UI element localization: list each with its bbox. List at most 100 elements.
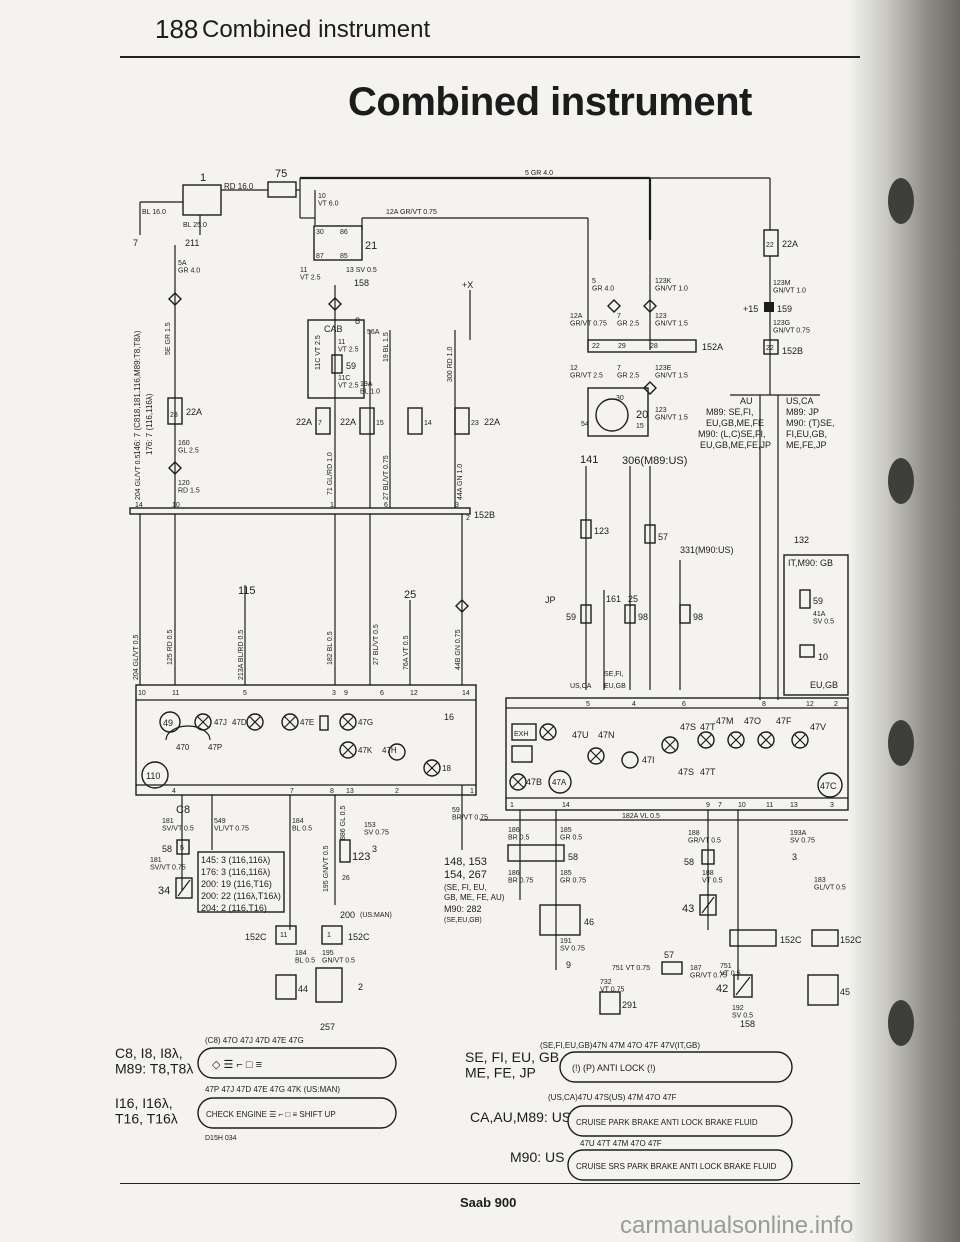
connector-44: 44: [298, 984, 308, 994]
market-m90-right: M90: (T)SE,: [786, 418, 835, 428]
connector-22a-right: 22A: [782, 239, 798, 249]
wire-300: 300 RD 1.0: [447, 346, 454, 382]
table-row: 200: 22 (116λ,T16λ): [201, 891, 281, 901]
bottom-pin-9: 9: [706, 802, 710, 809]
table-row: 145: 3 (116,116λ): [201, 855, 270, 865]
connector-59-label: 59: [346, 361, 356, 371]
wire-26: 26: [342, 875, 350, 882]
connector-152c-b: 152C: [840, 935, 862, 945]
lamp-47s-b: 47S: [678, 767, 694, 777]
legend-market: CA,AU,M89: US: [470, 1109, 571, 1125]
connector-152a-label: 152A: [702, 342, 723, 352]
lamp-47i: 47I: [642, 755, 655, 765]
wire-44b: 44B GN 0.75: [455, 629, 462, 670]
connector-98a: 98: [638, 612, 648, 622]
wire-182: 182 BL 0.5: [327, 631, 334, 665]
pin-12: 12: [410, 690, 418, 697]
ground-3: 3: [372, 844, 377, 854]
bottom-pin-2: 2: [395, 788, 399, 795]
binding-hole: [888, 720, 914, 766]
page-number: 188: [155, 14, 199, 44]
ground-right: 211: [185, 238, 199, 248]
lamp-47m: 47M: [716, 716, 734, 726]
wire-se-gr: 5E GR 1.5: [165, 322, 172, 355]
legend-header: 47U 47T 47M 47O 47F: [580, 1139, 662, 1148]
ref-154: 154, 267: [444, 869, 487, 881]
header-rule: [120, 56, 860, 58]
relay-label: 21: [365, 240, 377, 252]
connector-59: 59: [566, 612, 576, 622]
component-46: 46: [584, 917, 594, 927]
connector-58b: 58: [684, 857, 694, 867]
component-306: 306(M89:US): [622, 455, 687, 467]
ground-158: 158: [740, 1019, 755, 1029]
lamp-47u: 47U: [572, 730, 589, 740]
gauge-47p: 47P: [208, 743, 222, 752]
lamp-47s: 47S: [680, 722, 696, 732]
component-132: 132: [794, 535, 809, 545]
lamp-47f: 47F: [776, 716, 792, 726]
meter-110: 110: [146, 771, 160, 781]
pin-22b: 22: [766, 242, 774, 249]
connector-c8: C8: [176, 804, 190, 816]
footer-publication: Saab 900: [460, 1195, 517, 1210]
side-note-2: 176: 7 (116,116λ): [145, 393, 154, 455]
binding-hole: [888, 458, 914, 504]
lamp-47e: 47E: [300, 718, 314, 727]
instrument-left-frame: [135, 684, 477, 796]
pin-15: 15: [376, 420, 384, 427]
binding-hole: [888, 178, 914, 224]
connector-22a-label: 22A: [186, 407, 202, 417]
pin-5: 5: [180, 845, 184, 852]
bus-pin-14: 14: [135, 502, 143, 509]
jp-label: JP: [545, 595, 556, 605]
bottom-pin-10: 10: [738, 802, 746, 809]
footer-rule: [120, 1183, 860, 1184]
pin-11: 11: [172, 690, 179, 697]
pin-4: 4: [632, 701, 636, 708]
ref-m90: M90: 282: [444, 904, 482, 914]
lamp-47k: 47K: [358, 746, 373, 755]
pin-2: 2: [834, 701, 838, 708]
wire-886: 886 GL 0.5: [340, 806, 347, 840]
bus-pin-2: 2: [466, 515, 470, 522]
legend-pill: [567, 1105, 793, 1137]
fuse-wire: 5 GR 4.0: [525, 170, 553, 177]
table-row: 204: 2 (116,T16): [201, 903, 267, 913]
instrument-left: 10 11 5 3 9 6 12 14 16 49 47J 47D 47E 47…: [135, 684, 477, 796]
lamp-47o: 47O: [744, 716, 761, 726]
bottom-pin-1: 1: [470, 788, 474, 795]
relay-pin-85: 85: [340, 253, 348, 260]
connector-152a: [587, 339, 697, 353]
bus-pin-3: 3: [455, 502, 459, 509]
label-200-note: (US:MAN): [360, 912, 392, 919]
pin-23: 23: [471, 420, 479, 427]
cab-label: CAB: [324, 324, 343, 334]
legend-header: 47P 47J 47D 47E 47G 47K (US:MAN): [205, 1085, 340, 1094]
connector-diamond: [168, 292, 182, 306]
table-row: 200: 19 (116,T16): [201, 879, 272, 889]
wire-27: 27 BL/VT 0.75: [383, 455, 390, 500]
market-us-ca: US,CA: [786, 396, 814, 406]
market-m90-left: M90: (L,C)SE,FI,: [698, 429, 766, 439]
wire-195: 195 GN/VT 0.5: [323, 845, 330, 892]
